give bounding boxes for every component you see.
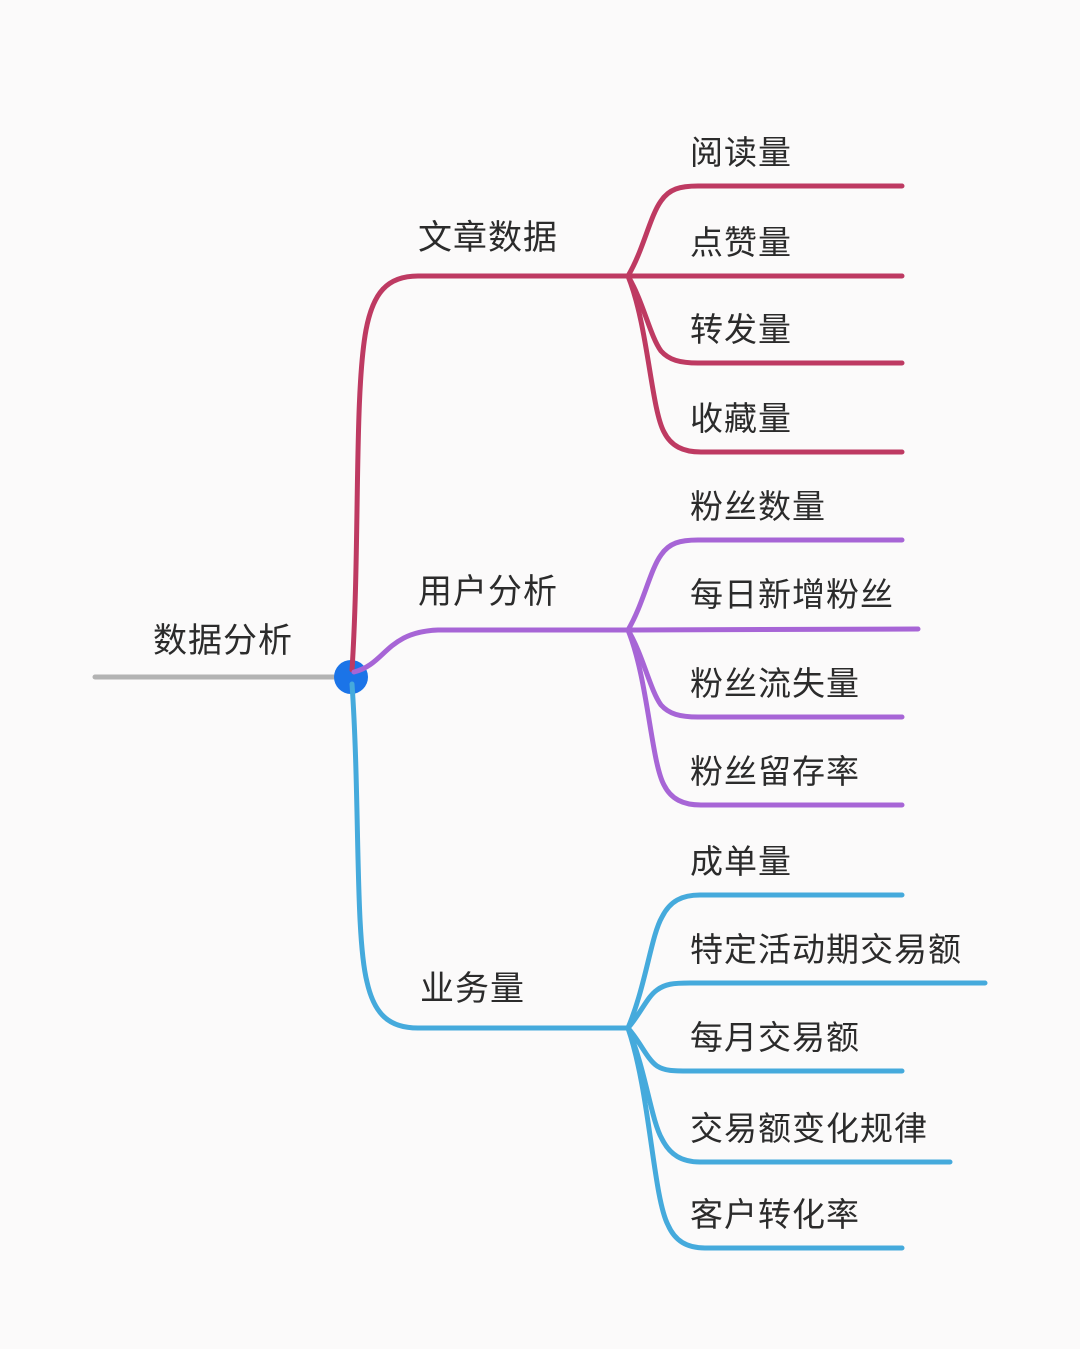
leaf-fan-count-label: 粉丝数量 — [690, 488, 826, 525]
leaf-daily-new-fans-label: 每日新增粉丝 — [690, 576, 894, 613]
leaf-campaign-period-gmv-label: 特定活动期交易额 — [690, 931, 962, 968]
leaf-like-count-label: 点赞量 — [690, 224, 792, 261]
connector-article-data-to-read-count — [625, 183, 905, 279]
leaf-customer-conversion-rate-label: 客户转化率 — [690, 1196, 860, 1233]
connector-root-to-article-data — [349, 273, 631, 673]
root-node-label: 数据分析 — [153, 622, 293, 660]
connector-root-to-business-volume — [349, 681, 631, 1031]
connector-user-analysis-to-fan-churn — [625, 627, 905, 720]
connector-article-data-to-repost-count — [625, 273, 905, 366]
connector-user-analysis-to-daily-new-fans — [625, 626, 921, 633]
leaf-fan-retention-rate-label: 粉丝留存率 — [690, 753, 860, 790]
leaf-repost-count-label: 转发量 — [690, 311, 792, 348]
branch-user-analysis-label: 用户分析 — [418, 573, 558, 611]
connector-article-data-to-favorite-count — [625, 273, 905, 455]
branch-business-volume-label: 业务量 — [420, 970, 525, 1008]
connector-business-volume-to-order-count — [625, 892, 905, 1031]
connector-business-volume-to-monthly-gmv — [625, 1025, 905, 1074]
leaf-gmv-trend-pattern-label: 交易额变化规律 — [690, 1110, 928, 1147]
connector-user-analysis-to-fan-retention-rate — [625, 627, 905, 808]
connector-user-analysis-to-fan-count — [625, 537, 905, 633]
leaf-favorite-count-label: 收藏量 — [690, 400, 792, 437]
connector-root-to-user-analysis — [351, 627, 631, 675]
connector-business-volume-to-campaign-period-gmv — [625, 980, 988, 1031]
leaf-read-count-label: 阅读量 — [690, 134, 792, 171]
leaf-fan-churn-label: 粉丝流失量 — [690, 665, 860, 702]
branch-article-data-label: 文章数据 — [418, 219, 558, 257]
leaf-monthly-gmv-label: 每月交易额 — [690, 1019, 860, 1056]
connector-business-volume-to-customer-conversion-rate — [625, 1025, 905, 1251]
leaf-order-count-label: 成单量 — [690, 843, 792, 880]
